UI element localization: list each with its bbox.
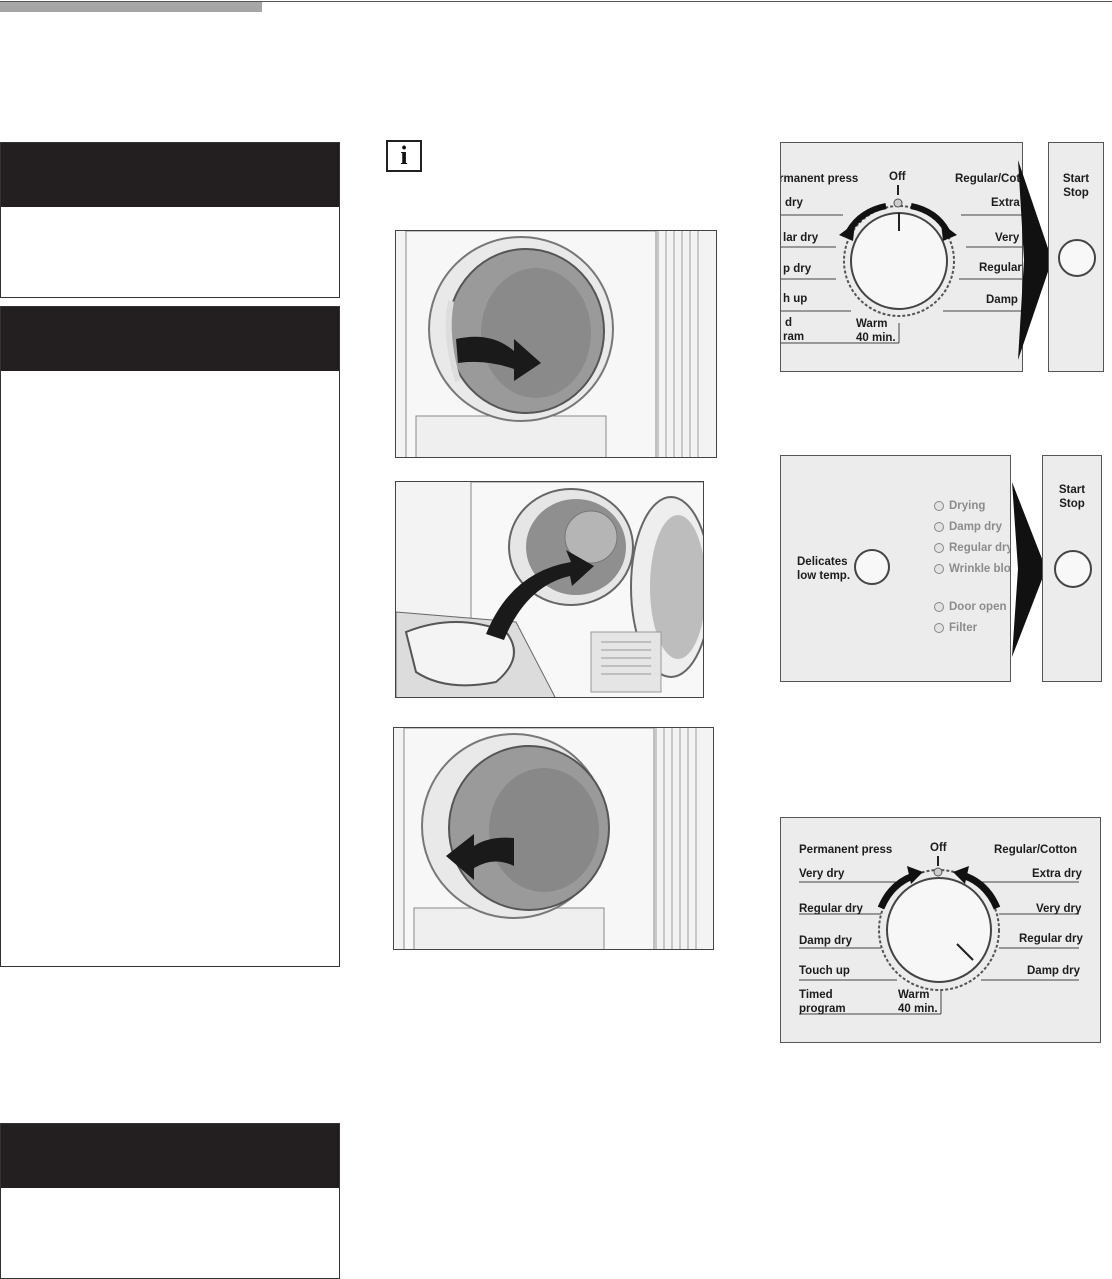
panel-c-off-label: Off [930, 842, 947, 854]
start-label-b: Start [1058, 484, 1086, 496]
stop-label-b: Stop [1059, 498, 1085, 510]
panel-c-right-label-2: Extra dry [1032, 868, 1082, 880]
info-icon: i [386, 140, 422, 172]
panel-c-left-label-5: Touch up [799, 965, 850, 977]
low-temp-label: low temp. [797, 570, 851, 582]
panel-a-warm-time-label: 40 min. [856, 332, 896, 344]
panel-c-left-label-6: Timed [799, 989, 833, 1001]
panel-c-left-label-1: Permanent press [799, 844, 893, 856]
options-panel: Delicates low temp. Drying Damp dry Regu… [780, 455, 1011, 682]
panel-a-right-label-1: Regular/Cott [955, 173, 1023, 185]
panel-a-right-label-3: Very [995, 232, 1020, 244]
sidebar-box-2-header [1, 307, 339, 371]
panel-a-left-label-2: dry [785, 197, 803, 209]
illustration-open-door [395, 230, 717, 458]
sidebar-box-3-header [1, 1124, 339, 1188]
panel-a-right-label-5: Damp [986, 294, 1018, 306]
panel-a-warm-label: Warm [856, 318, 888, 330]
panel-a-left-label-3: lar dry [783, 232, 819, 244]
stop-label-a: Stop [1063, 187, 1089, 199]
panel-c-right-label-5: Damp dry [1027, 965, 1081, 977]
panel-c-left-label-2: Very dry [799, 868, 845, 880]
panel-a-left-label-1: rmanent press [780, 173, 859, 185]
arrow-to-start-b [1012, 482, 1046, 657]
arrow-to-start-a [1018, 160, 1052, 360]
sidebar-box-2 [0, 306, 340, 967]
sidebar-box-3 [0, 1123, 340, 1279]
delicates-label: Delicates [797, 556, 848, 568]
panel-c-warm-label: Warm [898, 989, 930, 1001]
panel-c-right-label-4: Regular dry [1019, 933, 1083, 945]
panel-c-left-label-4: Damp dry [799, 935, 853, 947]
panel-a-right-label-4: Regular [979, 262, 1022, 274]
panel-c-left-label-7: program [799, 1003, 846, 1015]
panel-c-right-label-1: Regular/Cotton [994, 844, 1078, 856]
start-stop-panel-b: Start Stop [1042, 455, 1102, 682]
panel-a-left-label-5: h up [783, 293, 808, 305]
program-selector-panel-cropped: rmanent press dry lar dry p dry h up d r… [780, 142, 1023, 372]
panel-a-off-label: Off [889, 171, 906, 183]
led-label-wrinkle-block: Wrinkle bloc [949, 563, 1011, 575]
panel-a-left-label-4: p dry [783, 263, 812, 275]
panel-c-left-label-3: Regular dry [799, 903, 863, 915]
delicates-button[interactable] [854, 549, 890, 585]
led-label-filter: Filter [949, 622, 978, 634]
sidebar-box-1-header [1, 143, 339, 207]
illustration-close-door [393, 727, 714, 950]
start-label-a: Start [1062, 173, 1090, 185]
start-stop-button-a[interactable] [1058, 239, 1096, 277]
panel-a-left-label-7: ram [783, 331, 805, 343]
sidebar-box-1 [0, 142, 340, 298]
panel-c-right-label-3: Very dry [1036, 903, 1082, 915]
led-label-damp-dry: Damp dry [949, 521, 1003, 533]
illustration-loading-laundry [395, 481, 704, 698]
start-stop-button-b[interactable] [1054, 550, 1092, 588]
panel-a-right-label-2: Extra [991, 197, 1020, 209]
start-stop-panel-a: Start Stop [1048, 142, 1104, 372]
panel-c-warm-time-label: 40 min. [898, 1003, 938, 1015]
led-label-regular-dry: Regular dry [949, 542, 1011, 554]
header-rule [0, 0, 1112, 12]
program-selector-panel: Permanent press Very dry Regular dry Dam… [780, 817, 1101, 1043]
panel-a-left-label-6: d [785, 317, 793, 329]
led-label-door-open: Door open [949, 601, 1007, 613]
led-label-drying: Drying [949, 500, 986, 512]
